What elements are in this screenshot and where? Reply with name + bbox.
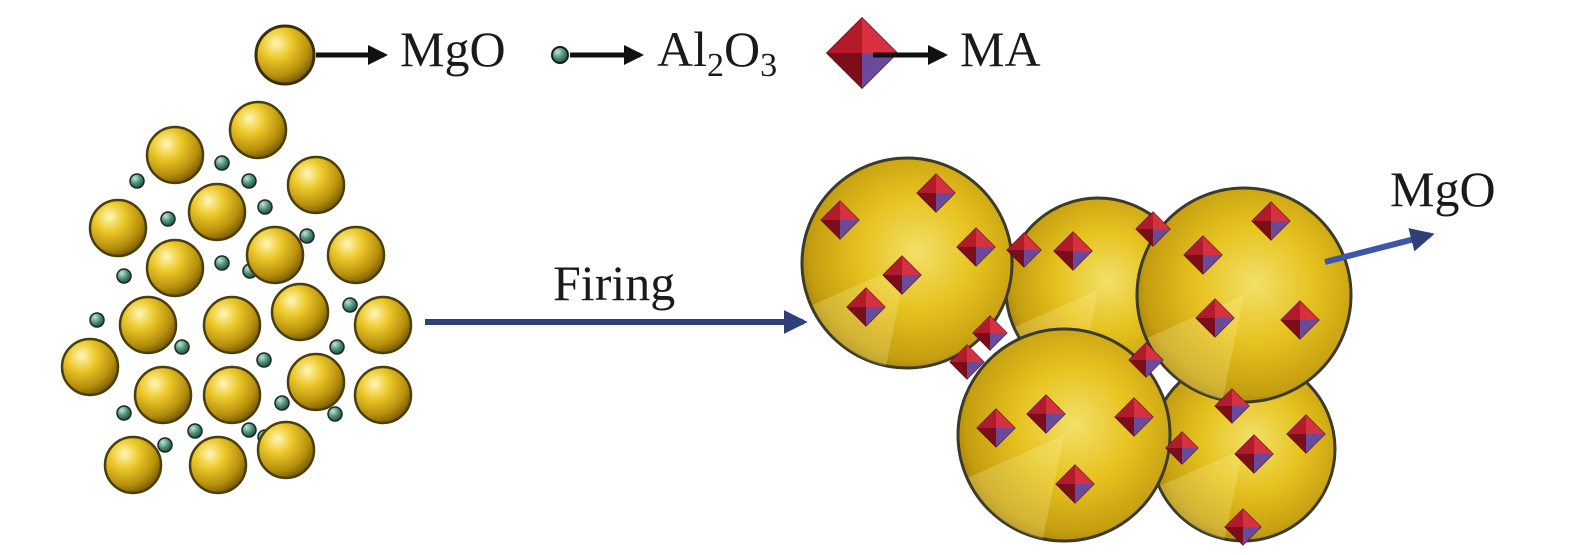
mgo-particle bbox=[353, 295, 413, 355]
al2o3-particle bbox=[274, 395, 290, 411]
mgo-particle bbox=[286, 352, 346, 412]
ma-spinel-crystal bbox=[1251, 201, 1291, 241]
product-mgo-label: MgO bbox=[1390, 161, 1496, 217]
mgo-grain bbox=[956, 327, 1172, 543]
al2o3-subscript-2: 2 bbox=[707, 47, 724, 84]
legend-al2o3-particle-icon bbox=[551, 46, 569, 64]
al2o3-particle bbox=[214, 255, 230, 271]
firing-label: Firing bbox=[553, 255, 676, 311]
ma-spinel-crystal bbox=[1114, 397, 1154, 437]
mgo-particle bbox=[245, 225, 305, 285]
al2o3-particle bbox=[129, 173, 145, 189]
ma-spinel-crystal bbox=[1026, 394, 1066, 434]
ma-spinel-crystal bbox=[846, 287, 886, 327]
mgo-particle bbox=[145, 238, 205, 298]
al2o3-particle bbox=[160, 211, 176, 227]
mgo-particle bbox=[353, 365, 413, 425]
legend-ma-crystal-icon bbox=[825, 16, 899, 90]
al2o3-particle bbox=[256, 352, 272, 368]
al2o3-particle bbox=[187, 423, 203, 439]
legend-ma-label: MA bbox=[960, 21, 1041, 77]
ma-spinel-crystal bbox=[1280, 300, 1320, 340]
ma-spinel-crystal bbox=[1224, 508, 1262, 546]
al2o3-particle bbox=[329, 339, 345, 355]
ma-spinel-crystal bbox=[1135, 211, 1171, 247]
mixed-powder-cluster bbox=[60, 100, 413, 495]
ma-spinel-crystal bbox=[1165, 431, 1199, 465]
al2o3-particle bbox=[241, 173, 257, 189]
al2o3-particle bbox=[299, 228, 315, 244]
ma-spinel-crystal bbox=[882, 255, 922, 295]
al2o3-particle bbox=[89, 312, 105, 328]
mgo-particle bbox=[133, 365, 193, 425]
mgo-particle bbox=[60, 337, 120, 397]
ma-spinel-crystal bbox=[949, 344, 985, 380]
al2o3-particle bbox=[214, 155, 230, 171]
al2o3-particle bbox=[342, 297, 358, 313]
legend-mgo-sphere-icon bbox=[254, 24, 316, 86]
ma-spinel-crystal bbox=[820, 200, 860, 240]
product-mgo-pointer-arrow bbox=[1324, 228, 1435, 265]
mgo-particle bbox=[228, 100, 288, 160]
ma-spinel-crystal bbox=[972, 315, 1008, 351]
mgo-particle bbox=[188, 435, 248, 495]
ma-spinel-crystal bbox=[1183, 235, 1223, 275]
mgo-particle bbox=[187, 182, 247, 242]
ma-spinel-crystal bbox=[916, 173, 956, 213]
al2o3-text-o: O bbox=[724, 21, 761, 77]
mgo-particle bbox=[103, 435, 163, 495]
al2o3-subscript-3: 3 bbox=[760, 47, 778, 84]
ma-spinel-crystal bbox=[1286, 414, 1326, 454]
ma-spinel-crystal bbox=[956, 227, 996, 267]
ma-spinel-crystal bbox=[1214, 388, 1250, 424]
al2o3-particle bbox=[116, 405, 132, 421]
ma-spinel-crystal bbox=[1195, 298, 1235, 338]
ma-spinel-crystal bbox=[1053, 231, 1093, 271]
mgo-grain-highlight bbox=[1160, 449, 1243, 540]
mgo-particle bbox=[88, 198, 148, 258]
al2o3-particle bbox=[257, 199, 273, 215]
legend-al2o3-label: Al2O3 bbox=[657, 21, 777, 83]
al2o3-particle bbox=[174, 339, 190, 355]
legend-mgo-label: MgO bbox=[400, 21, 506, 77]
mgo-particle bbox=[270, 282, 330, 342]
mgo-particle bbox=[202, 295, 262, 355]
sintered-mgo-ma-cluster bbox=[800, 156, 1353, 546]
mgo-particle bbox=[286, 155, 346, 215]
ma-spinel-crystal bbox=[976, 408, 1016, 448]
mgo-grain-highlight bbox=[968, 435, 1064, 539]
mgo-particle bbox=[118, 295, 178, 355]
ma-spinel-crystal bbox=[1006, 232, 1042, 268]
mgo-particle bbox=[202, 365, 262, 425]
al2o3-particle bbox=[116, 268, 132, 284]
ma-spinel-crystal bbox=[1128, 342, 1164, 378]
al2o3-particle bbox=[241, 422, 257, 438]
al2o3-text-al: Al bbox=[657, 21, 707, 77]
legend bbox=[254, 16, 948, 90]
mgo-particle bbox=[326, 225, 386, 285]
mgo-particle bbox=[256, 420, 316, 480]
mgo-particle bbox=[145, 125, 205, 185]
al2o3-particle bbox=[157, 437, 173, 453]
ma-spinel-crystal bbox=[1234, 434, 1274, 474]
ma-spinel-crystal bbox=[1055, 464, 1095, 504]
al2o3-particle bbox=[327, 406, 343, 422]
